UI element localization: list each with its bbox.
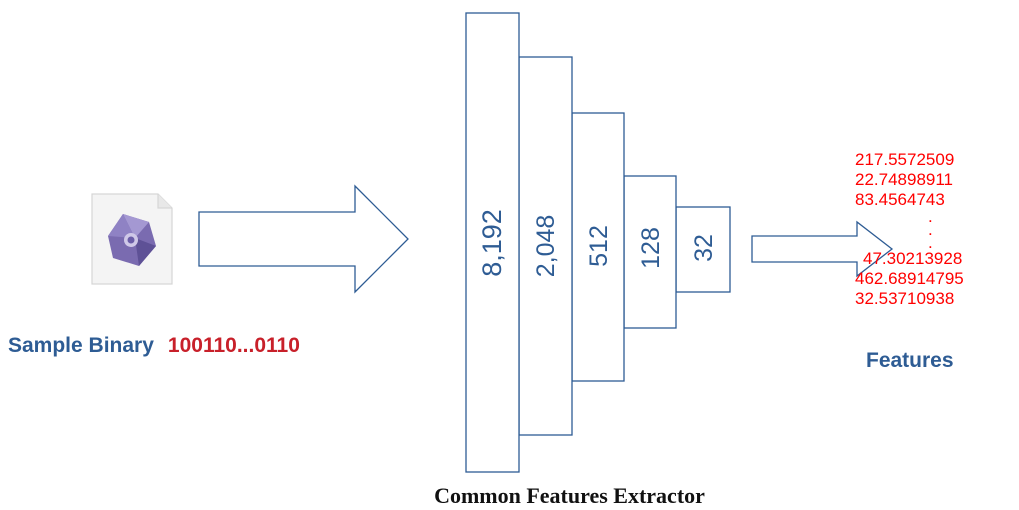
feature-value: 32.53710938 — [855, 289, 955, 308]
ellipsis-dot: . — [928, 207, 933, 226]
ellipsis-dot: . — [928, 220, 933, 239]
layer-label-2048: 2,048 — [532, 215, 560, 278]
feature-values-list: 217.5572509 22.74898911 83.4564743 . . .… — [855, 150, 1015, 309]
feature-value: 47.30213928 — [863, 249, 963, 268]
layer-box-8192 — [465, 12, 520, 473]
layer-label-32: 32 — [690, 234, 718, 262]
layer-box-2048 — [518, 56, 573, 436]
extractor-title: Common Features Extractor — [434, 483, 705, 508]
feature-value: 217.5572509 — [855, 150, 955, 169]
layer-label-8192: 8,192 — [477, 209, 507, 277]
features-title: Features — [866, 349, 954, 372]
sample-binary-label: Sample Binary — [8, 334, 154, 357]
ellipsis-dot: . — [928, 233, 933, 252]
layer-label-512: 512 — [585, 225, 613, 267]
feature-value: 83.4564743 — [855, 190, 945, 209]
binary-string: 100110...0110 — [167, 334, 300, 357]
input-arrow — [198, 184, 409, 294]
layer-box-128 — [623, 175, 677, 329]
layer-label-128: 128 — [637, 227, 665, 269]
feature-value: 22.74898911 — [855, 170, 954, 189]
layer-box-512 — [571, 112, 625, 382]
binary-file-icon — [91, 193, 173, 285]
feature-value: 462.68914795 — [855, 269, 964, 288]
output-arrow — [751, 220, 894, 278]
sample-binary-caption: Sample Binary 100110...0110 — [8, 334, 300, 358]
layer-box-32 — [675, 206, 731, 293]
